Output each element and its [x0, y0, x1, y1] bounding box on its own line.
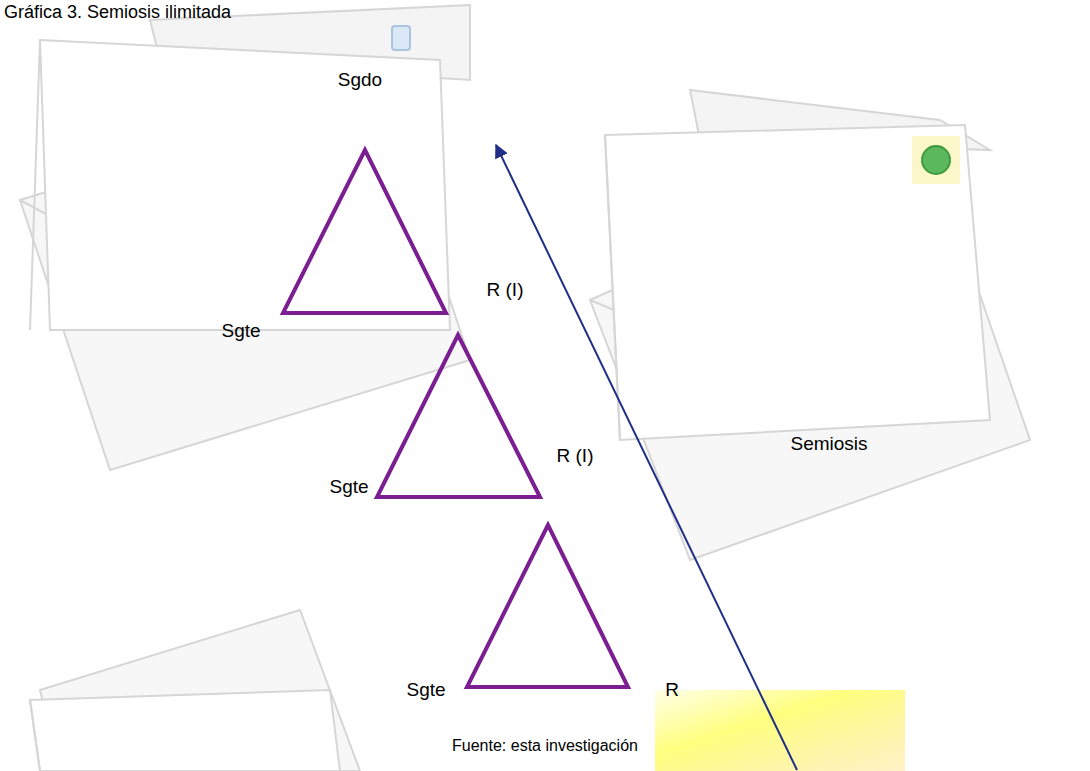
- envelope-picture: [590, 90, 1030, 560]
- semiosis-triangle: [467, 525, 628, 687]
- vertex-label: Semiosis: [790, 433, 867, 455]
- yellow-highlight: [655, 690, 905, 771]
- figure-title: Gráfica 3. Semiosis ilimitada: [4, 2, 231, 23]
- vertex-label: R (I): [487, 279, 524, 301]
- envelope-picture: [30, 610, 360, 771]
- vertex-label: R (I): [557, 445, 594, 467]
- green-dot: [922, 146, 950, 174]
- highlight-patch: [912, 136, 960, 184]
- semiosis-arrow: [496, 145, 797, 770]
- small-icon: [392, 26, 410, 50]
- semiosis-triangle: [377, 335, 540, 497]
- vertex-label: R: [665, 679, 679, 701]
- vertex-label: Sgte: [406, 679, 445, 701]
- figure-caption: Fuente: esta investigación: [452, 737, 638, 755]
- vertex-label: Sgte: [221, 320, 260, 342]
- vertex-label: Sgdo: [338, 69, 382, 91]
- envelope-picture: [20, 5, 470, 470]
- vertex-label: Sgte: [329, 476, 368, 498]
- semiosis-triangle: [283, 150, 446, 313]
